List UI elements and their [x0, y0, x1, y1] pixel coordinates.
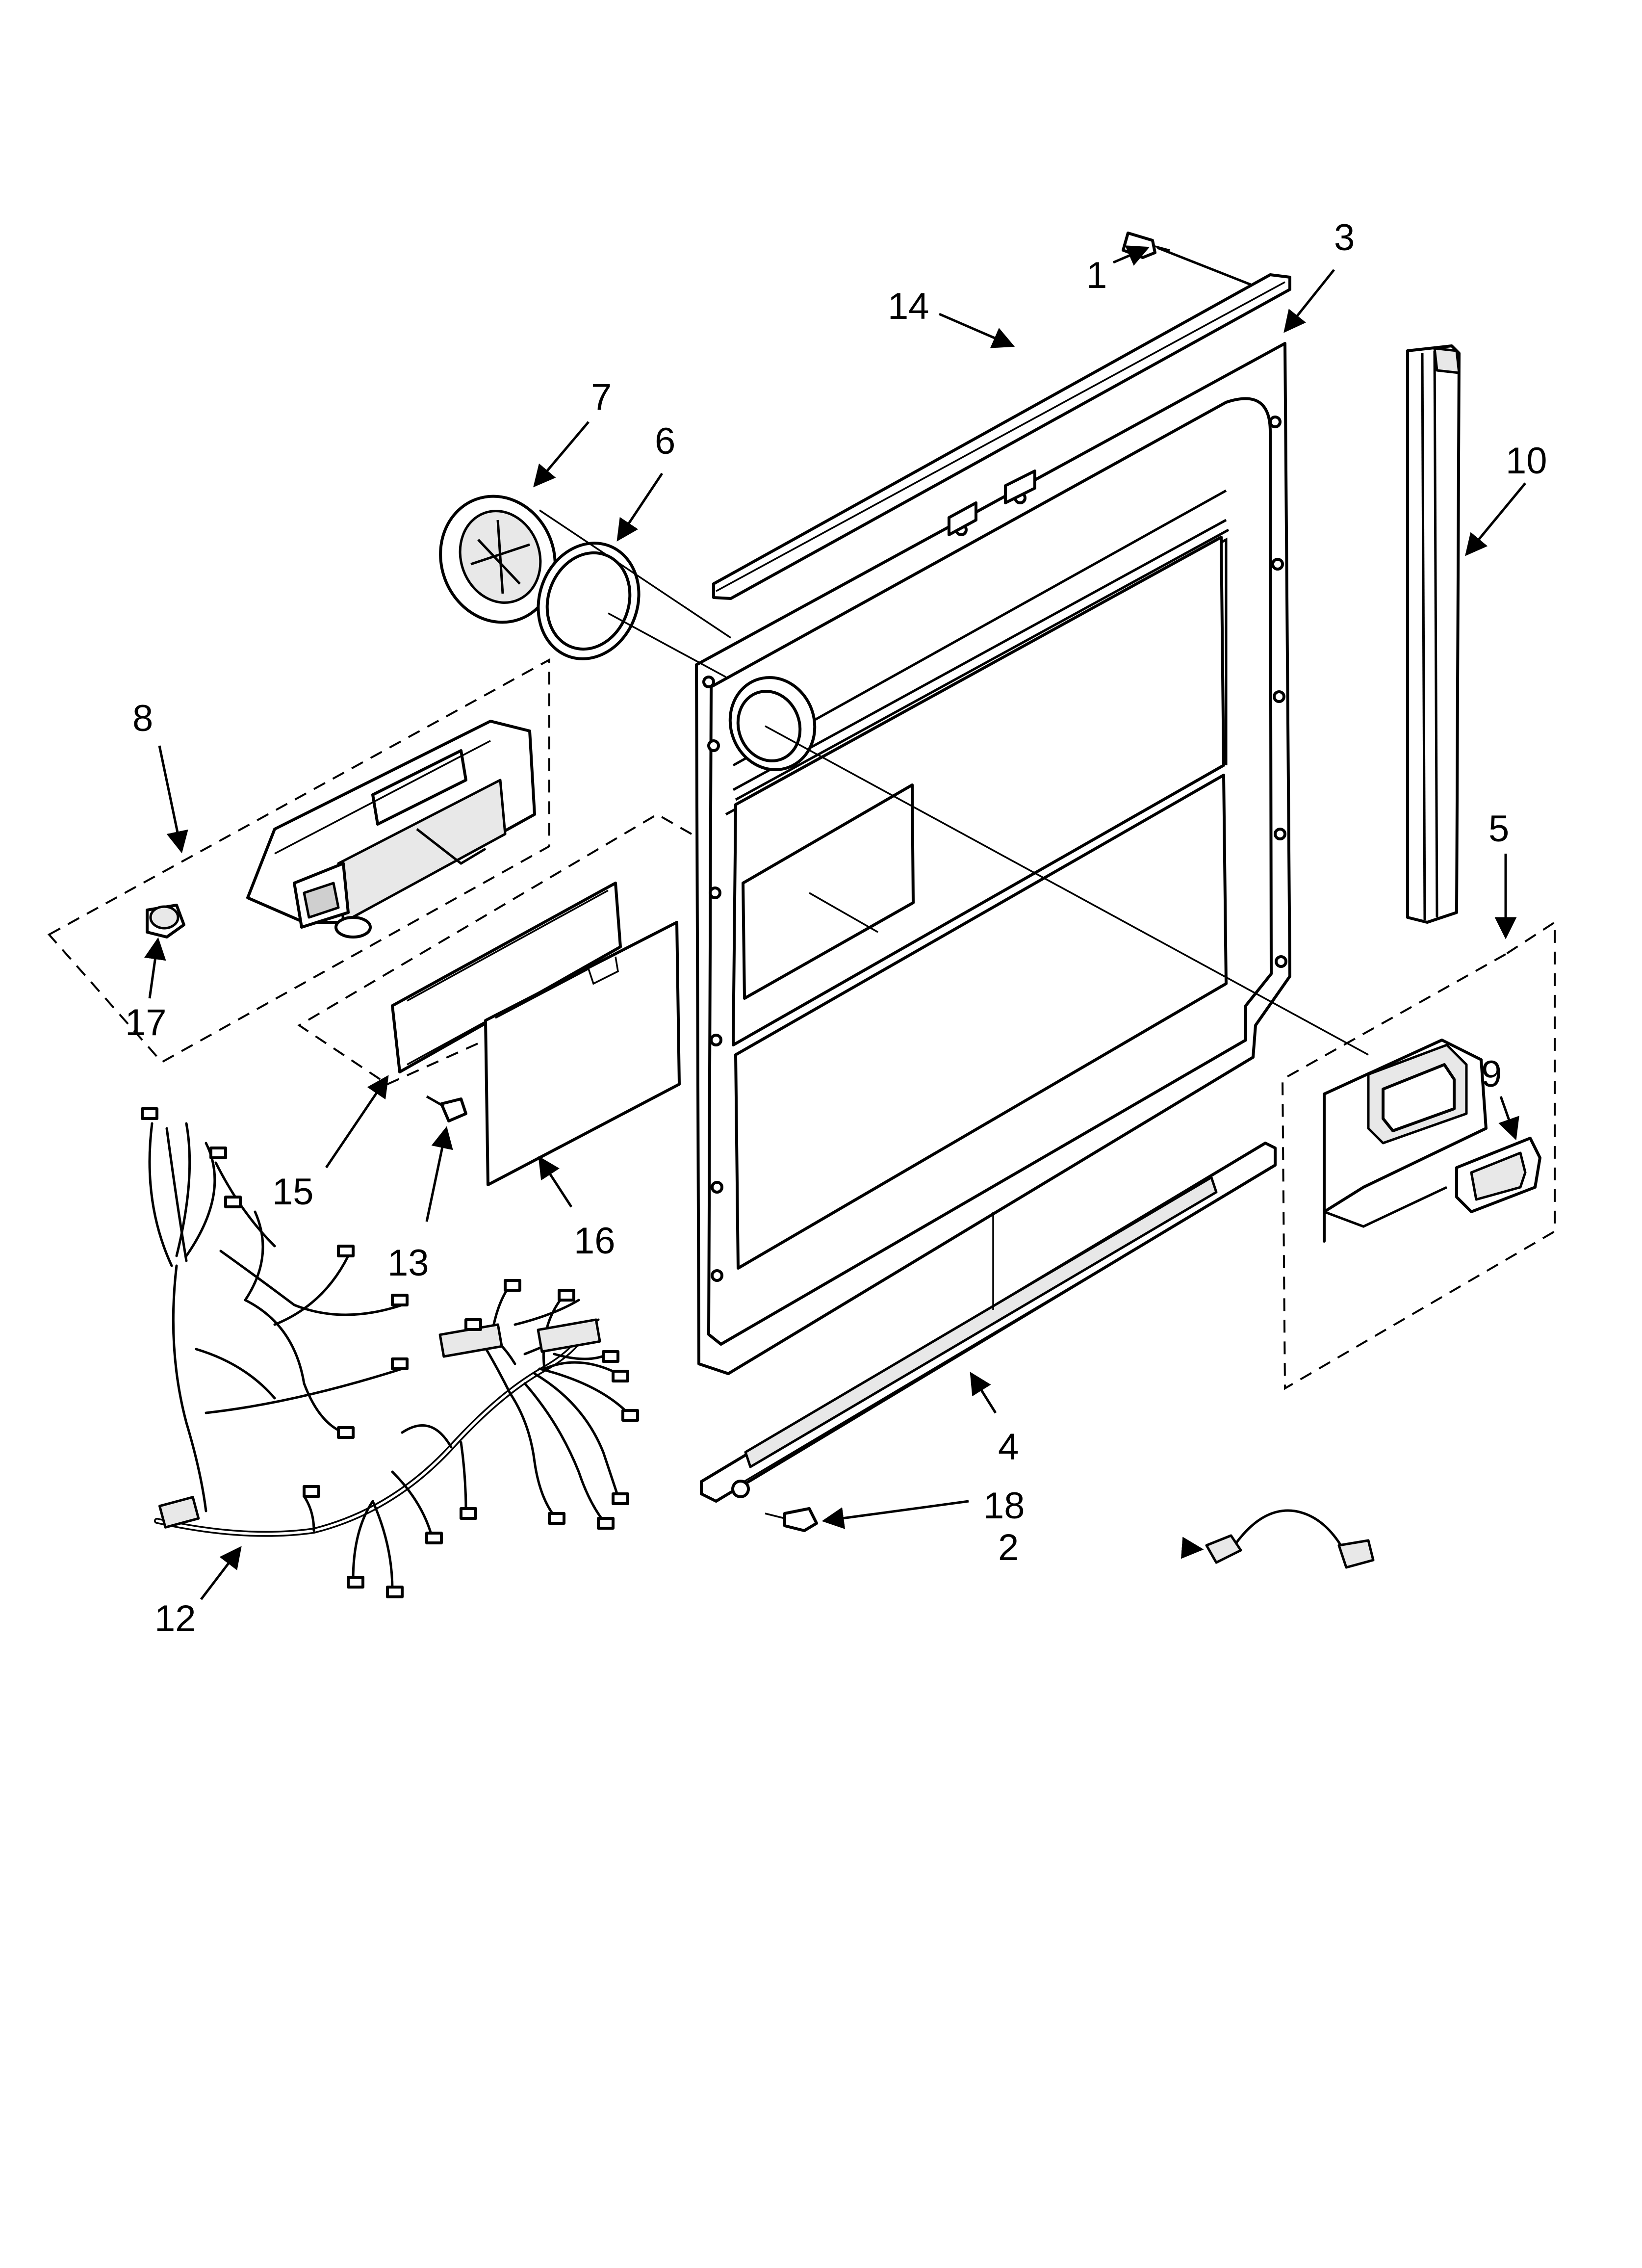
callout-3: 3	[1334, 217, 1355, 259]
callout-9: 9	[1481, 1053, 1502, 1095]
wire-jumper	[1205, 1509, 1375, 1569]
callout-16: 16	[574, 1220, 616, 1262]
side-trim-strip	[1406, 344, 1461, 924]
inner-door-panel	[695, 342, 1291, 1375]
wire-harness	[141, 1107, 639, 1598]
callout-13: 13	[387, 1242, 429, 1284]
vent-duct-group	[1281, 920, 1556, 1390]
callout-4: 4	[998, 1426, 1019, 1468]
callout-14: 14	[888, 286, 929, 327]
callout-6: 6	[655, 420, 675, 462]
callout-8: 8	[132, 698, 153, 739]
callout-2: 2	[998, 1527, 1019, 1568]
callout-1: 1	[1086, 255, 1107, 296]
screw-part-1	[1122, 232, 1251, 286]
callout-7: 7	[591, 376, 612, 418]
dispenser-knob	[146, 904, 185, 938]
flange-screw-holes	[702, 416, 1287, 1282]
callout-10: 10	[1506, 440, 1547, 482]
callout-labels: 1 2 3 4 5 6 7 8 9 10 12 13 14 15 16 17 1…	[125, 217, 1547, 1640]
callout-12: 12	[154, 1598, 196, 1640]
callout-15: 15	[272, 1171, 314, 1213]
callout-5: 5	[1488, 808, 1509, 850]
vent-to-duct-alignment-line	[765, 725, 1369, 1056]
callout-17: 17	[125, 1002, 167, 1043]
dispenser-assembly-group	[47, 658, 550, 1064]
control-panel-group	[297, 813, 692, 1186]
gasket-alignment-line	[608, 612, 726, 678]
vent-gasket	[537, 542, 641, 660]
bottom-trim-strip	[700, 1142, 1277, 1503]
vent-grille	[439, 495, 557, 624]
callout-18: 18	[983, 1485, 1025, 1527]
top-trim-strip	[712, 273, 1291, 600]
leader-lines	[144, 245, 1526, 1600]
screw-part-18	[765, 1507, 818, 1532]
vent-alignment-line	[539, 509, 731, 639]
